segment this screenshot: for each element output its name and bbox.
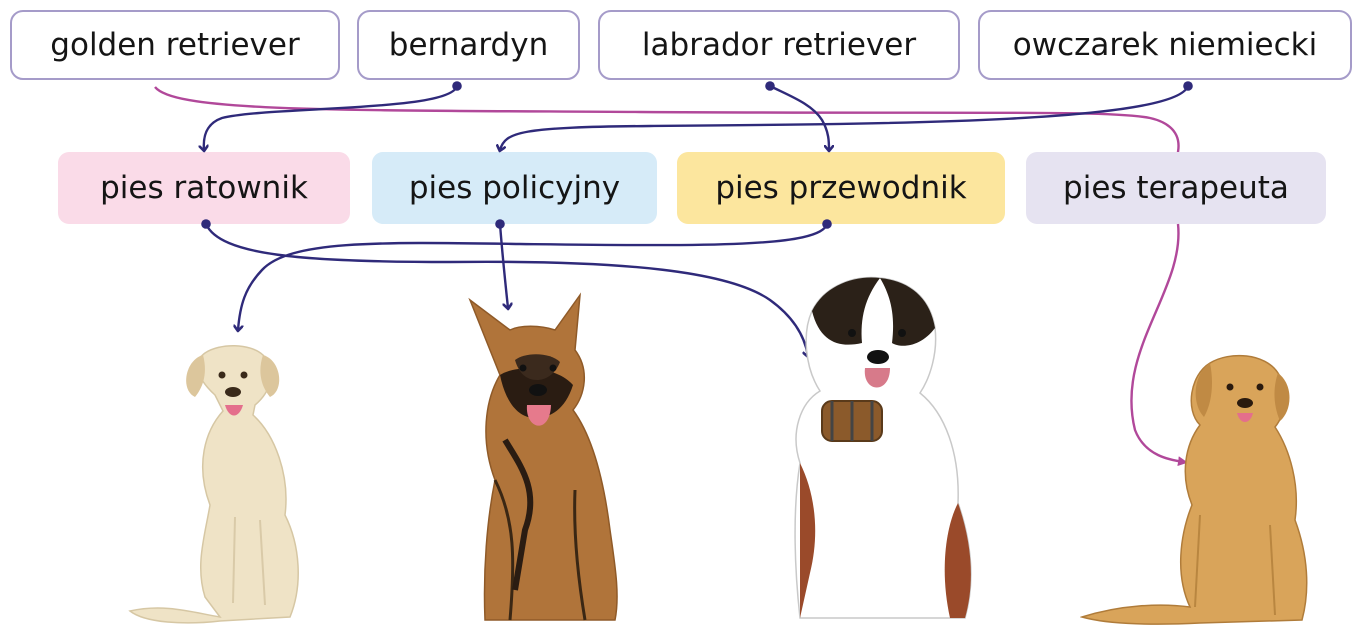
role-label: pies przewodnik — [715, 170, 967, 206]
german-shepherd-photo — [468, 292, 618, 621]
role-label: pies ratownik — [100, 170, 308, 206]
connector-golden-terapeuta — [154, 86, 1180, 153]
labrador-retriever-photo — [128, 345, 299, 624]
connector-ratownik-dog — [204, 223, 808, 356]
breed-label: bernardyn — [388, 27, 549, 63]
breed-box-labrador-retriever: labrador retriever — [598, 10, 960, 80]
breed-box-owczarek-niemiecki: owczarek niemiecki — [978, 10, 1352, 80]
breed-label: labrador retriever — [641, 27, 917, 63]
role-box-pies-przewodnik: pies przewodnik — [677, 152, 1005, 224]
connector-terapeuta-dog — [1130, 223, 1188, 467]
connector-przewodnik-dog — [238, 223, 829, 330]
connector-labrador-przewodnik — [769, 84, 829, 150]
role-label: pies policyjny — [408, 170, 621, 206]
golden-retriever-photo — [1080, 354, 1308, 625]
breed-label: owczarek niemiecki — [1012, 27, 1318, 63]
connector-bernardyn-ratownik — [204, 85, 459, 150]
connector-dots — [201, 81, 1193, 229]
role-box-pies-ratownik: pies ratownik — [58, 152, 350, 224]
role-label: pies terapeuta — [1063, 170, 1289, 206]
saint-bernard-photo — [794, 276, 972, 619]
breed-box-bernardyn: bernardyn — [357, 10, 580, 80]
breed-label: golden retriever — [50, 27, 300, 63]
role-box-pies-policyjny: pies policyjny — [372, 152, 657, 224]
connector-policyjny-dog — [498, 223, 508, 308]
role-box-pies-terapeuta: pies terapeuta — [1026, 152, 1326, 224]
breed-box-golden-retriever: golden retriever — [10, 10, 340, 80]
connector-owczarek-policyjny — [500, 85, 1190, 150]
